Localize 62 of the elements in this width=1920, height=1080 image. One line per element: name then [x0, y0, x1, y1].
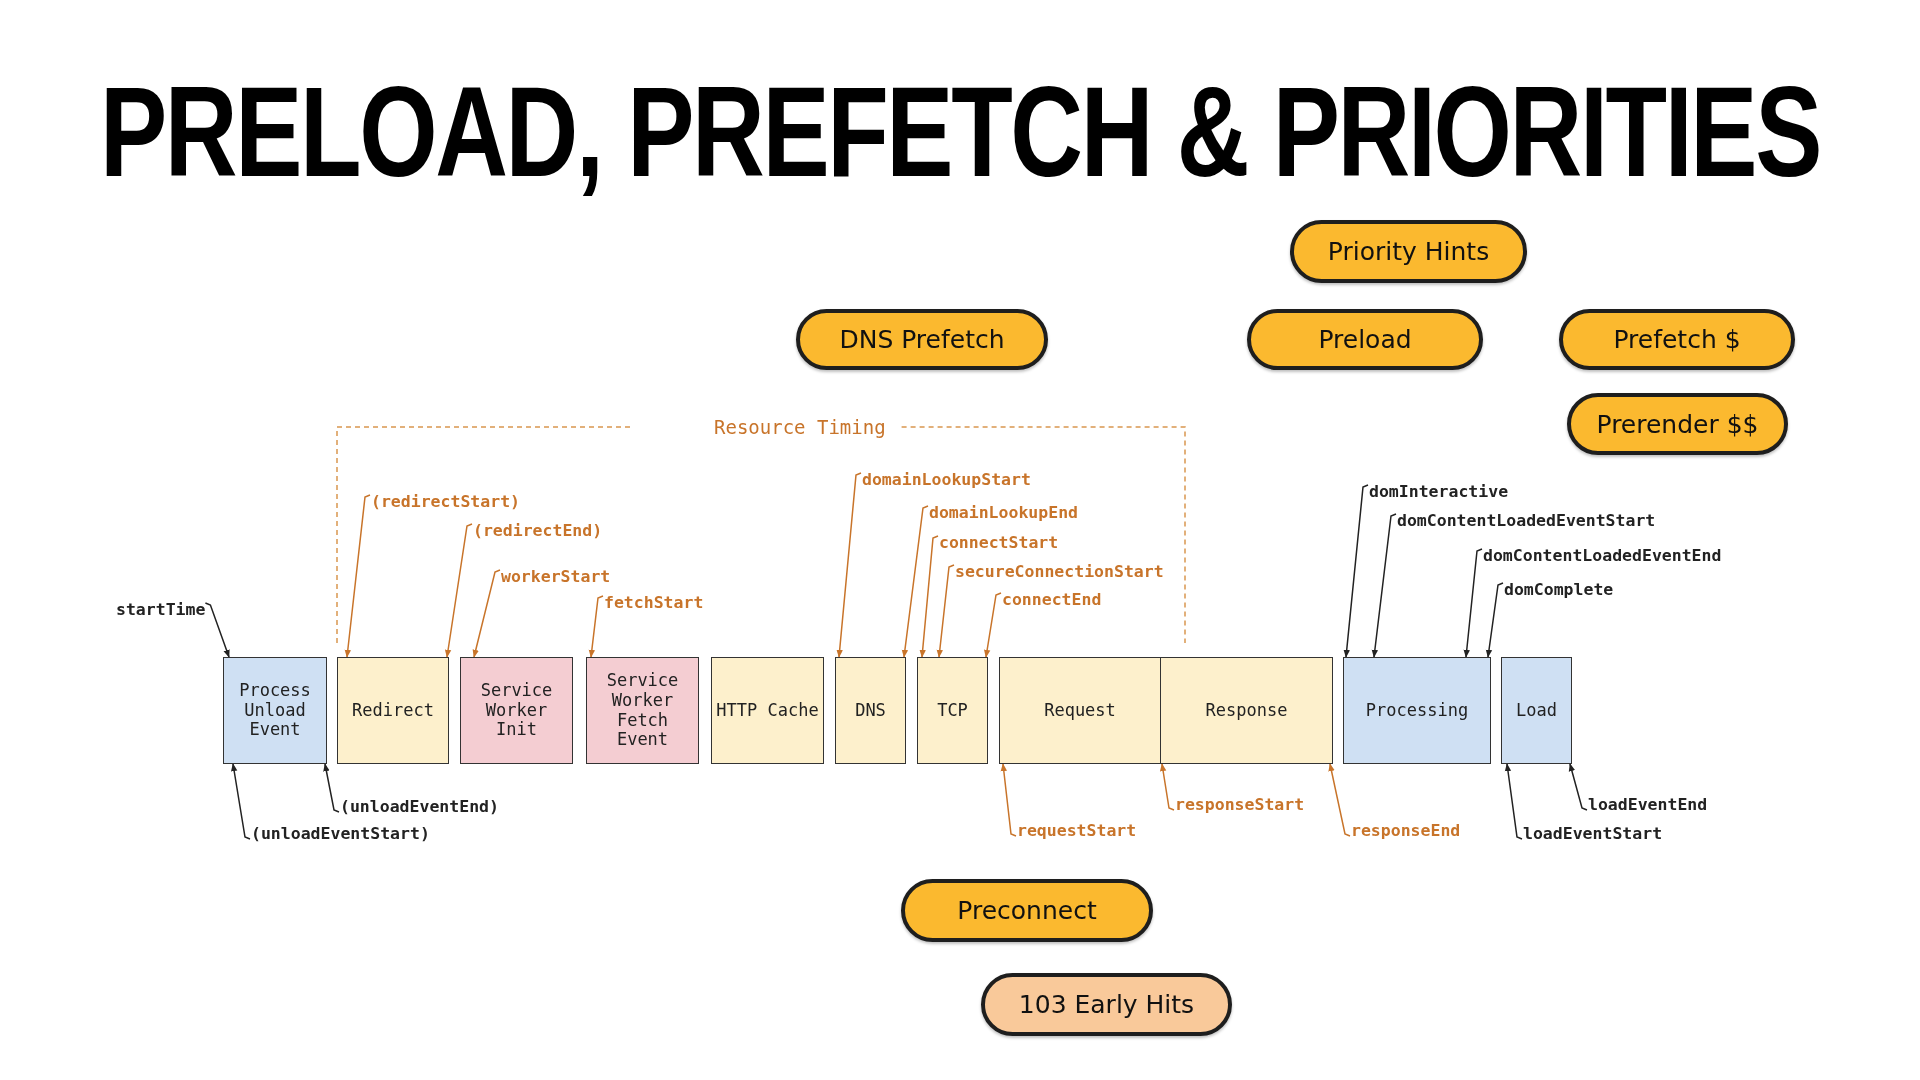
- leader-arrow: [836, 472, 862, 658]
- leader-arrow: [1328, 763, 1351, 837]
- timing-label: workerStart: [501, 565, 611, 587]
- hint-pill: Prerender $$: [1567, 393, 1788, 455]
- timeline-phase-box: HTTP Cache: [711, 657, 824, 764]
- timeline-phase-box: DNS: [835, 657, 906, 764]
- hint-pill: DNS Prefetch: [796, 309, 1048, 370]
- timing-label: connectStart: [939, 531, 1059, 553]
- timing-label: secureConnectionStart: [955, 560, 1164, 582]
- leader-arrow: [344, 494, 371, 658]
- section-label: Resource Timing: [714, 416, 886, 438]
- slide-title: PRELOAD, PREFETCH & PRIORITIES: [100, 68, 1820, 196]
- timing-label: (unloadEventEnd): [340, 795, 499, 817]
- timing-label: (unloadEventStart): [251, 822, 430, 844]
- leader-arrow: [919, 535, 939, 658]
- leader-arrow: [444, 523, 473, 658]
- timing-label: domContentLoadedEventEnd: [1483, 544, 1722, 566]
- timing-label: requestStart: [1017, 819, 1137, 841]
- hint-pill: Preload: [1247, 309, 1483, 370]
- hint-pill: 103 Early Hits: [981, 973, 1232, 1036]
- timing-label: loadEventEnd: [1588, 793, 1708, 815]
- hint-pill: Preconnect: [901, 879, 1153, 942]
- hint-pill: Prefetch $: [1559, 309, 1795, 370]
- leader-arrow: [1504, 763, 1523, 840]
- timing-label: domComplete: [1504, 578, 1614, 600]
- timeline-phase-box: Load: [1501, 657, 1572, 764]
- leader-arrow: [1000, 763, 1017, 837]
- hint-pill: Priority Hints: [1290, 220, 1527, 283]
- timeline-phase-box: Processing: [1343, 657, 1491, 764]
- timeline-phase-box: Request: [999, 657, 1161, 764]
- timeline-phase-box: Response: [1160, 657, 1333, 764]
- timing-label: domContentLoadedEventStart: [1397, 509, 1656, 531]
- leader-arrow: [588, 595, 604, 658]
- timeline-phase-box: Process Unload Event: [223, 657, 327, 764]
- timing-label: startTime: [116, 598, 206, 620]
- timing-label: responseEnd: [1351, 819, 1461, 841]
- timeline-phase-box: Service Worker Fetch Event: [586, 657, 699, 764]
- leader-arrow: [1371, 513, 1397, 658]
- timing-label: connectEnd: [1002, 588, 1102, 610]
- timeline-phase-box: Redirect: [337, 657, 449, 764]
- timeline-phase-box: Service Worker Init: [460, 657, 573, 764]
- leader-arrow: [323, 763, 340, 813]
- timing-label: fetchStart: [604, 591, 704, 613]
- leader-arrow: [231, 763, 251, 840]
- timing-label: (redirectStart): [371, 490, 520, 512]
- leader-arrow: [1159, 763, 1175, 811]
- timeline-phase-box: TCP: [917, 657, 988, 764]
- leader-arrow: [936, 564, 955, 658]
- timing-label: loadEventStart: [1523, 822, 1663, 844]
- leader-arrow: [1463, 548, 1483, 658]
- leader-arrow: [472, 569, 501, 658]
- timing-label: domInteractive: [1369, 480, 1509, 502]
- leader-arrow: [901, 505, 929, 658]
- leader-arrow: [984, 592, 1002, 658]
- leader-arrow: [204, 602, 230, 658]
- leader-arrow: [1485, 582, 1504, 658]
- leader-arrow: [1343, 484, 1369, 658]
- timing-label: responseStart: [1175, 793, 1305, 815]
- timing-label: domainLookupStart: [862, 468, 1031, 490]
- timing-label: (redirectEnd): [473, 519, 603, 541]
- leader-arrow: [1568, 763, 1588, 811]
- timing-label: domainLookupEnd: [929, 501, 1078, 523]
